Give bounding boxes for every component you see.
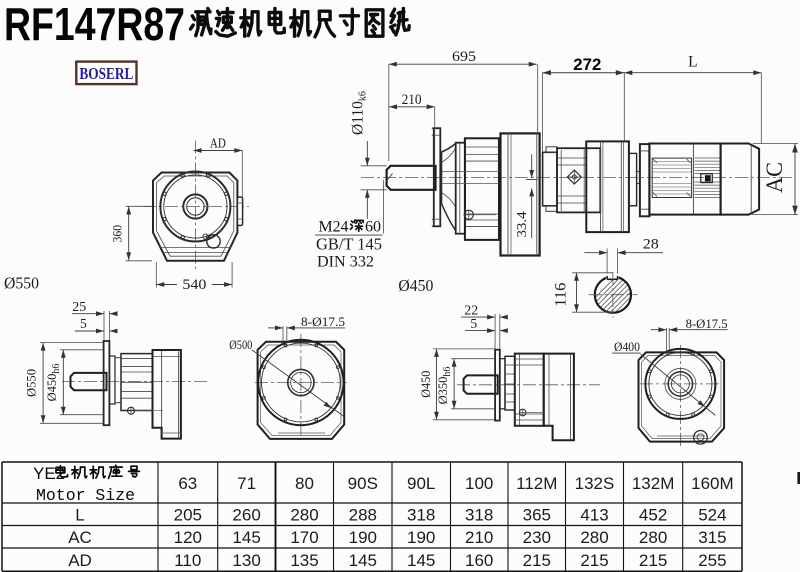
svg-text:145: 145 (349, 551, 377, 570)
svg-text:318: 318 (465, 506, 493, 525)
svg-text:GB/T 145: GB/T 145 (316, 235, 382, 254)
svg-text:5: 5 (470, 316, 477, 331)
svg-text:695: 695 (452, 49, 476, 65)
svg-text:540: 540 (182, 277, 206, 293)
svg-text:Ø550: Ø550 (4, 274, 39, 293)
svg-text:DIN 332: DIN 332 (317, 254, 374, 271)
svg-text:L: L (688, 54, 697, 71)
svg-text:160M: 160M (691, 474, 734, 493)
svg-text:110: 110 (174, 551, 201, 570)
svg-text:22: 22 (464, 302, 478, 317)
svg-text:145: 145 (232, 528, 260, 547)
svg-text:Ø450: Ø450 (398, 276, 433, 295)
svg-text:215: 215 (523, 551, 551, 570)
svg-text:100: 100 (465, 474, 493, 493)
svg-text:Ø550: Ø550 (25, 369, 39, 397)
svg-text:210: 210 (465, 528, 493, 547)
svg-text:90L: 90L (407, 474, 435, 493)
svg-text:280: 280 (580, 528, 608, 547)
svg-text:63: 63 (178, 474, 197, 493)
svg-text:190: 190 (407, 528, 435, 547)
svg-text:116: 116 (552, 282, 569, 306)
svg-text:524: 524 (698, 506, 726, 525)
svg-text:RF147R87: RF147R87 (4, 0, 185, 50)
svg-text:365: 365 (523, 506, 551, 525)
svg-text:L: L (75, 506, 84, 525)
svg-text:230: 230 (523, 528, 551, 547)
svg-text:210: 210 (402, 92, 422, 108)
svg-text:360: 360 (110, 225, 124, 243)
svg-text:215: 215 (580, 551, 608, 570)
svg-text:205: 205 (174, 506, 202, 525)
svg-text:90S: 90S (348, 474, 378, 493)
svg-text:190: 190 (349, 528, 377, 547)
svg-text:315: 315 (698, 528, 726, 547)
svg-text:145: 145 (407, 551, 435, 570)
svg-text:5: 5 (80, 316, 87, 331)
svg-text:215: 215 (639, 551, 667, 570)
svg-text:413: 413 (580, 506, 608, 525)
svg-text:Ø400: Ø400 (614, 339, 640, 354)
svg-text:M24: M24 (319, 219, 349, 236)
svg-text:Ø450: Ø450 (419, 371, 433, 398)
svg-text:170: 170 (290, 528, 318, 547)
svg-text:130: 130 (232, 551, 260, 570)
svg-text:160: 160 (465, 551, 493, 570)
svg-text:BOSERL: BOSERL (79, 64, 133, 83)
svg-text:8-Ø17.5: 8-Ø17.5 (686, 316, 728, 331)
svg-text:33.4: 33.4 (514, 211, 529, 237)
svg-text:AC: AC (68, 528, 92, 547)
svg-text:260: 260 (232, 506, 260, 525)
svg-text:120: 120 (174, 528, 202, 547)
svg-text:60: 60 (365, 219, 381, 236)
svg-text:280: 280 (639, 528, 667, 547)
svg-text:8-Ø17.5: 8-Ø17.5 (301, 314, 345, 329)
svg-text:255: 255 (698, 551, 726, 570)
svg-text:80: 80 (295, 474, 314, 493)
svg-text:YE2: YE2 (33, 464, 65, 483)
svg-text:272: 272 (573, 55, 601, 74)
svg-text:Ø500: Ø500 (229, 338, 252, 352)
svg-text:AD: AD (210, 137, 226, 152)
svg-text:25: 25 (72, 299, 86, 314)
svg-text:135: 135 (290, 551, 318, 570)
svg-text:AD: AD (68, 551, 92, 570)
svg-text:71: 71 (237, 474, 256, 493)
svg-text:132S: 132S (575, 474, 615, 493)
svg-text:AC: AC (762, 162, 787, 193)
svg-text:132M: 132M (632, 474, 675, 493)
svg-text:288: 288 (349, 506, 377, 525)
svg-text:318: 318 (407, 506, 435, 525)
svg-text:28: 28 (643, 236, 659, 252)
svg-text:Ø110k6: Ø110k6 (350, 91, 369, 135)
svg-text:112M: 112M (516, 474, 557, 493)
svg-text:280: 280 (290, 506, 318, 525)
svg-text:Motor Size: Motor Size (36, 486, 135, 505)
svg-text:452: 452 (639, 506, 667, 525)
